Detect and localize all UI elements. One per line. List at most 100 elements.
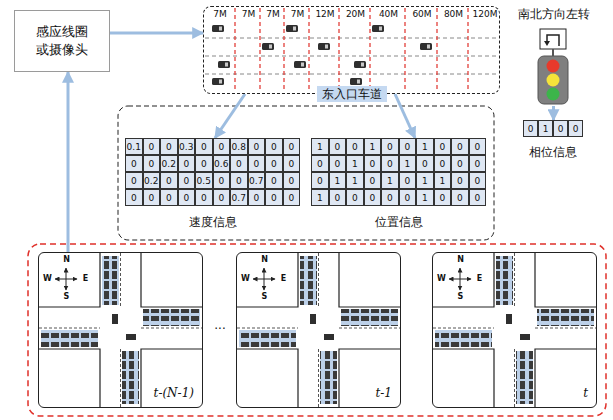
signal-group: 南北方向左转 xyxy=(506,6,601,106)
drawn-line xyxy=(436,8,437,92)
matrix: 1001001000001001000001101011001000001000 xyxy=(311,138,486,206)
node-title: 东入口车道 xyxy=(317,86,387,102)
drawn-rect xyxy=(41,330,98,347)
drawn-path xyxy=(433,349,494,407)
distance-label: 7M xyxy=(280,8,316,20)
phase-box: 相位信息0100 xyxy=(518,120,588,164)
drawn-line xyxy=(467,8,468,92)
matrix-cell: 0 xyxy=(523,120,538,137)
drawn-path xyxy=(66,279,67,290)
matrix-cell: 0 xyxy=(248,189,266,206)
drawn-rect xyxy=(520,334,530,340)
drawn-line xyxy=(308,8,309,92)
matrix-cell: 0 xyxy=(195,138,213,155)
flow-arrow xyxy=(395,94,415,138)
compass-letter: S xyxy=(455,292,466,302)
matrix-cell: 0 xyxy=(178,189,196,206)
matrix-cell: 0 xyxy=(311,155,329,172)
drawn-path xyxy=(514,349,515,407)
drawn-path xyxy=(264,279,275,280)
matrix-cell: 0 xyxy=(469,172,487,189)
drawn-use xyxy=(286,25,298,32)
matrix-cell: 0 xyxy=(451,172,469,189)
matrix: 0100 xyxy=(523,120,583,137)
matrix-cell: 0 xyxy=(311,172,329,189)
matrix-cell: 0 xyxy=(283,189,301,206)
drawn-rect xyxy=(435,330,492,347)
drawn-path xyxy=(460,268,461,279)
intersection-sketch xyxy=(433,253,596,407)
drawn-use xyxy=(262,43,274,50)
drawn-path xyxy=(339,328,400,329)
flow-arrow xyxy=(215,94,245,138)
flow-arrow xyxy=(552,106,555,120)
matrix-cell: 0 xyxy=(399,138,417,155)
sensor-box: 感应线圈或摄像头 xyxy=(14,10,110,72)
node-title: t-(N-1) xyxy=(152,386,196,401)
matrix-cell: 0 xyxy=(265,138,283,155)
drawn-rect xyxy=(538,56,568,104)
drawn-rect xyxy=(112,314,118,324)
drawn-circle xyxy=(547,88,560,101)
matrix-cell: 0 xyxy=(195,189,213,206)
drawn-line xyxy=(283,8,284,92)
drawn-g xyxy=(205,38,498,74)
drawn-path xyxy=(141,253,202,307)
matrix-cell: 0 xyxy=(399,172,417,189)
matrix-cell: 0 xyxy=(230,172,248,189)
matrix-cell: 0 xyxy=(434,155,452,172)
matrix-cell: 1 xyxy=(346,172,364,189)
matrix-cell: 0 xyxy=(381,155,399,172)
matrix-cell: 0 xyxy=(329,155,347,172)
drawn-rect xyxy=(320,351,337,404)
matrix-cell: 0 xyxy=(230,155,248,172)
matrix-cell: 1 xyxy=(399,155,417,172)
matrix-cell: 1 xyxy=(416,189,434,206)
matrix-cell: 0 xyxy=(434,189,452,206)
position-grid: 位置信息100100100000100100000110101100100000… xyxy=(311,138,486,232)
matrix-cell: 0 xyxy=(283,138,301,155)
matrix-cell: 0 xyxy=(399,189,417,206)
matrix-cell: 0 xyxy=(213,172,231,189)
matrix-cell: 0 xyxy=(283,172,301,189)
drawn-rect xyxy=(324,334,334,340)
matrix-cell: 0 xyxy=(213,138,231,155)
matrix-cell: 0.5 xyxy=(195,172,213,189)
drawn-rect xyxy=(516,351,533,404)
ellipsis: ... xyxy=(208,318,232,332)
node-title: t xyxy=(581,386,590,401)
drawn-path xyxy=(547,35,559,46)
drawn-rect xyxy=(102,256,119,305)
intersection-panel: t-1NWES xyxy=(236,252,401,408)
drawn-line xyxy=(259,8,260,92)
drawn-line xyxy=(234,8,235,92)
matrix-cell: 0 xyxy=(283,155,301,172)
matrix-cell: 0 xyxy=(265,172,283,189)
drawn-rect xyxy=(239,330,296,347)
drawn-path xyxy=(460,279,461,290)
distance-label: 7M xyxy=(202,8,238,20)
compass-letter: S xyxy=(61,292,72,302)
compass-letter: N xyxy=(455,255,466,265)
matrix-cell: 0 xyxy=(451,155,469,172)
compass-letter: W xyxy=(240,274,251,284)
matrix-cell: 0.8 xyxy=(230,138,248,155)
matrix-cell: 1 xyxy=(416,138,434,155)
matrix-cell: 0 xyxy=(364,172,382,189)
matrix-cell: 1 xyxy=(364,138,382,155)
matrix: 0.1000.3000.8000000.2000.6000000.2000.50… xyxy=(125,138,300,206)
drawn-rect xyxy=(122,351,139,404)
matrix-cell: 0 xyxy=(143,155,161,172)
drawn-path xyxy=(39,349,100,407)
traffic-light xyxy=(538,56,568,104)
drawn-use xyxy=(212,25,224,32)
matrix-cell: 1 xyxy=(381,172,399,189)
matrix-cell: 0 xyxy=(329,138,347,155)
drawn-path xyxy=(544,41,550,46)
compass-letter: W xyxy=(42,274,53,284)
matrix-cell: 0 xyxy=(160,138,178,155)
drawn-path xyxy=(66,279,77,280)
distance-label: 20M xyxy=(338,8,374,20)
matrix-cell: 0 xyxy=(469,138,487,155)
distance-label: 60M xyxy=(404,8,440,20)
